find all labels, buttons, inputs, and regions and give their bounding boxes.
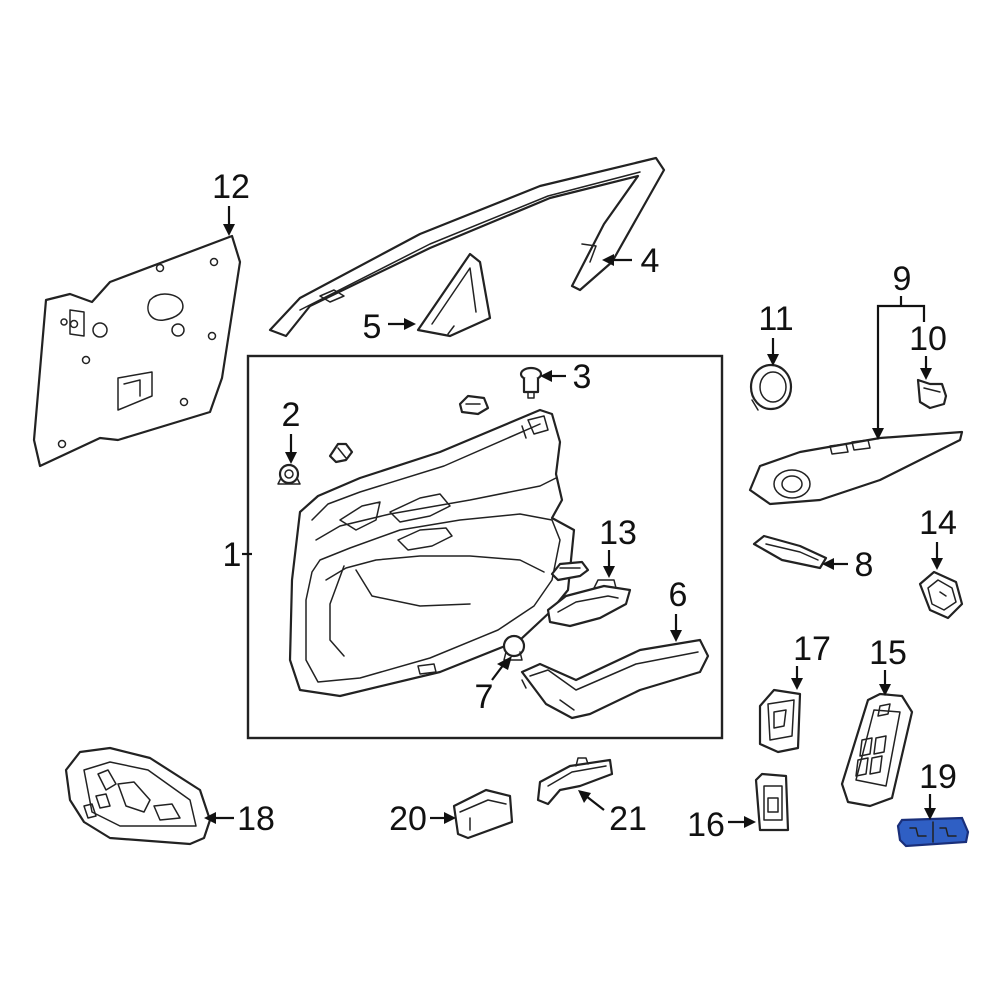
part-11-speaker-grille[interactable] <box>749 363 793 411</box>
small-bracket <box>458 394 490 416</box>
part-15-window-switch-panel[interactable] <box>840 692 914 808</box>
part-21-bracket[interactable] <box>536 757 614 806</box>
part-5-mirror-cover[interactable] <box>416 252 492 338</box>
door-handle[interactable] <box>546 579 632 628</box>
part-8-trim[interactable] <box>752 534 828 570</box>
callout-21: 21 <box>609 800 647 838</box>
callout-1: 1 <box>223 536 242 574</box>
leader-lines <box>204 206 943 828</box>
part-14-switch[interactable] <box>918 570 964 620</box>
callout-13: 13 <box>599 514 637 552</box>
callout-8: 8 <box>855 546 874 584</box>
callout-17: 17 <box>793 630 831 668</box>
part-16-switch[interactable] <box>754 772 790 832</box>
callout-20: 20 <box>389 800 427 838</box>
part-19-highlighted-switch[interactable] <box>896 816 970 848</box>
callout-6: 6 <box>669 576 688 614</box>
part-12-water-shield[interactable] <box>32 234 242 468</box>
callout-4: 4 <box>641 242 660 280</box>
part-10-clip[interactable] <box>916 378 948 410</box>
part-7-plug[interactable] <box>502 634 526 661</box>
part-6-armrest[interactable] <box>520 638 710 720</box>
callout-15: 15 <box>869 634 907 672</box>
callout-3: 3 <box>573 358 592 396</box>
part-2-clip[interactable] <box>277 463 301 485</box>
callout-19: 19 <box>919 758 957 796</box>
part-13-bracket[interactable] <box>550 560 590 582</box>
part-18-seat-control[interactable] <box>64 746 212 846</box>
callout-16: 16 <box>687 806 725 844</box>
callout-9: 9 <box>893 260 912 298</box>
part-1-door-trim-panel[interactable] <box>288 408 576 698</box>
part-20-module[interactable] <box>452 788 514 840</box>
door-assembly-frame <box>246 354 724 740</box>
part-4-window-frame-trim[interactable] <box>268 156 666 338</box>
callout-18: 18 <box>237 800 275 838</box>
callout-7: 7 <box>475 678 494 716</box>
part-9-upper-trim[interactable] <box>748 430 964 506</box>
callout-5: 5 <box>363 308 382 346</box>
small-clip <box>328 442 354 464</box>
callout-14: 14 <box>919 504 957 542</box>
callout-10: 10 <box>909 320 947 358</box>
callout-12: 12 <box>212 168 250 206</box>
part-17-switch[interactable] <box>758 688 802 754</box>
part-3-push-pin[interactable] <box>519 366 543 399</box>
callout-2: 2 <box>282 396 301 434</box>
callout-labels: 12 4 5 2 3 1 13 6 7 11 9 10 8 14 15 17 1… <box>212 168 957 844</box>
callout-11: 11 <box>758 300 793 338</box>
